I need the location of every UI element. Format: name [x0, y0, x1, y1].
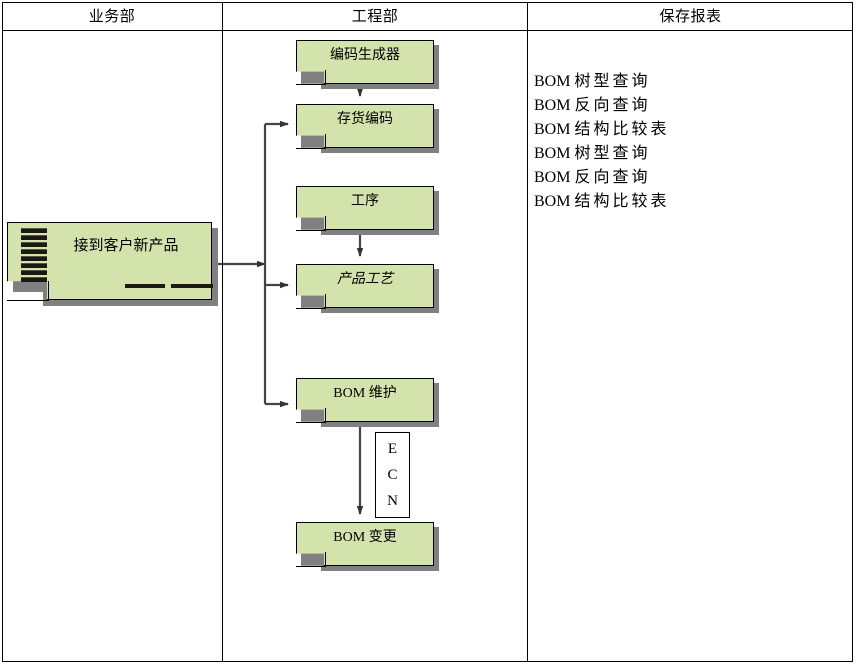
report-item: BOM 树型查询 — [534, 142, 834, 166]
ecn-letter-c: C — [387, 467, 398, 483]
report-text: 结构比较表 — [574, 121, 670, 138]
node-product-craft[interactable]: 产品工艺 — [296, 264, 439, 313]
node-bom-change[interactable]: BOM 变更 — [296, 522, 439, 571]
column-header-reports: 保存报表 — [659, 9, 722, 25]
header-divider — [2, 30, 853, 31]
report-text: 结构比较表 — [574, 193, 670, 210]
report-item: BOM 反向查询 — [534, 94, 834, 118]
report-item: BOM 树型查询 — [534, 70, 834, 94]
column-divider-1 — [222, 2, 223, 662]
node-fold-corner — [296, 294, 326, 309]
memo-label: 接到客户新产品 — [73, 238, 179, 254]
column-header-engineering: 工程部 — [351, 9, 399, 25]
report-item: BOM 结构比较表 — [534, 118, 834, 142]
report-prefix: BOM — [534, 97, 575, 114]
node-label: 产品工艺 — [337, 272, 393, 287]
node-body — [296, 104, 434, 148]
ecn-letter-n: N — [387, 493, 398, 509]
report-prefix: BOM — [534, 169, 575, 186]
report-item: BOM 反向查询 — [534, 166, 834, 190]
node-body — [296, 264, 434, 308]
report-text: 树型查询 — [574, 145, 651, 162]
annotation-ecn: E C N — [375, 432, 410, 518]
memo-underline-1 — [125, 284, 165, 288]
memo-fold-corner — [7, 281, 49, 301]
report-prefix: BOM — [534, 145, 575, 162]
node-label: 存货编码 — [337, 112, 393, 127]
node-label: BOM 变更 — [333, 530, 397, 545]
report-text: 树型查询 — [574, 73, 651, 90]
node-fold-corner — [296, 408, 326, 423]
node-inventory-code[interactable]: 存货编码 — [296, 104, 439, 153]
node-bom-maintain[interactable]: BOM 维护 — [296, 378, 439, 427]
ecn-letter-e: E — [387, 441, 398, 457]
node-customer-new-product[interactable]: 接到客户新产品 — [7, 222, 218, 306]
report-prefix: BOM — [534, 121, 575, 138]
column-header-business: 业务部 — [88, 9, 136, 25]
report-item: BOM 结构比较表 — [534, 190, 834, 214]
node-label: 工序 — [351, 194, 379, 209]
node-label: BOM 维护 — [333, 386, 397, 401]
node-label: 编码生成器 — [330, 48, 400, 63]
report-list: BOM 树型查询 BOM 反向查询 BOM 结构比较表 BOM 树型查询 BOM… — [534, 70, 834, 214]
memo-underline-2 — [171, 284, 213, 288]
node-fold-corner — [296, 70, 326, 85]
node-body — [296, 186, 434, 230]
column-divider-2 — [527, 2, 528, 662]
node-code-generator[interactable]: 编码生成器 — [296, 40, 439, 89]
report-text: 反向查询 — [574, 97, 651, 114]
node-process[interactable]: 工序 — [296, 186, 439, 235]
report-prefix: BOM — [534, 193, 575, 210]
node-fold-corner — [296, 134, 326, 149]
node-fold-corner — [296, 552, 326, 567]
report-text: 反向查询 — [574, 169, 651, 186]
spiral-binding-icon — [21, 228, 47, 282]
node-fold-corner — [296, 216, 326, 231]
report-prefix: BOM — [534, 73, 575, 90]
